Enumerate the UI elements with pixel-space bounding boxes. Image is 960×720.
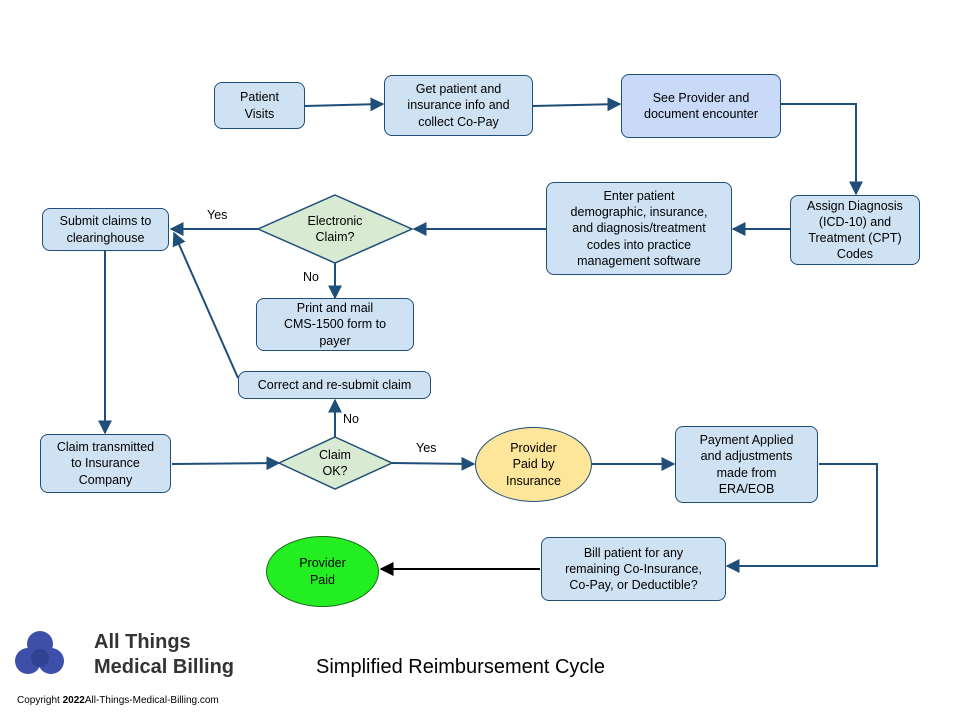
assign-codes-box: Assign Diagnosis (ICD-10) and Treatment … (790, 195, 920, 265)
edge-getinfo-to-seeprovider (532, 97, 622, 112)
logo-text: All Things Medical Billing (94, 630, 234, 680)
yes-electronic-label: Yes (207, 208, 228, 222)
payment-applied-box: Payment Applied and adjustments made fro… (675, 426, 818, 503)
provider-paid-oval: Provider Paid (266, 536, 379, 607)
electronic-claim-diamond (256, 194, 414, 264)
submit-claims-box: Submit claims to clearinghouse (42, 208, 169, 251)
edge-seeprovider-to-assign (781, 103, 863, 196)
enter-data-box: Enter patient demographic, insurance, an… (546, 182, 732, 275)
diagram-title: Simplified Reimbursement Cycle (316, 656, 605, 678)
get-info-box: Get patient and insurance info and colle… (384, 75, 533, 136)
logo-line2: Medical Billing (94, 656, 235, 678)
edge-transmitted-to-claimok (171, 456, 281, 471)
bill-patient-box: Bill patient for any remaining Co-Insura… (541, 537, 726, 601)
correct-resubmit-box: Correct and re-submit claim (238, 371, 431, 399)
copyright-year: 2022 (62, 695, 85, 706)
no-electronic-label: No (303, 270, 319, 284)
logo-line1: All Things (94, 631, 191, 653)
edge-visits-to-getinfo (304, 97, 385, 112)
copyright-prefix: Copyright (17, 695, 63, 706)
provider-paid-insurance-oval: Provider Paid by Insurance (475, 427, 592, 502)
edge-payment-to-bill (725, 463, 878, 573)
logo-icon (15, 631, 64, 674)
no-claim-ok-label: No (343, 412, 359, 426)
yes-claim-ok-label: Yes (416, 441, 437, 455)
edge-correct-to-submit (172, 231, 239, 379)
electronic-claim-label: Electronic Claim? (307, 213, 363, 244)
copyright-site: All-Things-Medical-Billing.com (84, 695, 219, 706)
claim-ok-label: Claim OK? (319, 447, 351, 478)
edge-claimok-yes-to-providerpaid (391, 456, 476, 471)
patient-visits-box: Patient Visits (214, 82, 305, 129)
see-provider-box: See Provider and document encounter (621, 74, 781, 138)
claim-ok-diamond (277, 436, 394, 490)
claim-transmitted-box: Claim transmitted to Insurance Company (40, 434, 171, 493)
print-mail-box: Print and mail CMS-1500 form to payer (256, 298, 414, 351)
copyright-text: Copyright 2022All-Things-Medical-Billing… (17, 695, 219, 706)
